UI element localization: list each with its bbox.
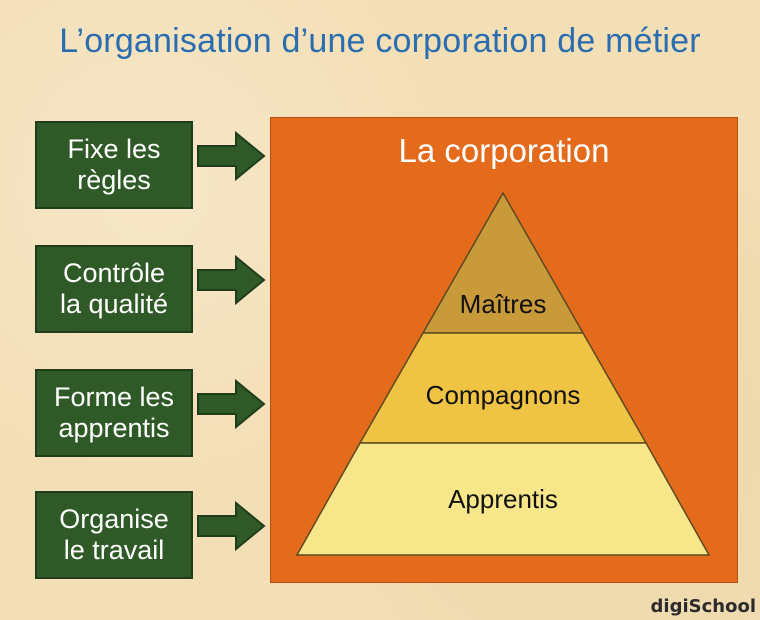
arrow-icon (197, 130, 266, 182)
role-box-training: Forme les apprentis (35, 369, 193, 457)
role-box-work: Organise le travail (35, 491, 193, 579)
pyramid-label-masters: Maîtres (460, 289, 547, 319)
pyramid-label-apprentices: Apprentis (448, 484, 558, 514)
page-title: L’organisation d’une corporation de méti… (59, 22, 701, 60)
arrow-icon (197, 378, 266, 430)
arrow-icon (197, 254, 266, 306)
corporation-title: La corporation (398, 132, 610, 169)
brand-logo: digiSchool (650, 596, 756, 617)
arrow-icon (197, 500, 266, 552)
pyramid-level-apprentices (295, 442, 711, 556)
role-box-rules: Fixe les règles (35, 121, 193, 209)
corporation-box: La corporation Maîtres Compagnons Appren… (270, 117, 738, 583)
hierarchy-pyramid: Maîtres Compagnons Apprentis (295, 191, 711, 556)
pyramid-label-journeymen: Compagnons (426, 380, 581, 410)
role-box-quality: Contrôle la qualité (35, 245, 193, 333)
